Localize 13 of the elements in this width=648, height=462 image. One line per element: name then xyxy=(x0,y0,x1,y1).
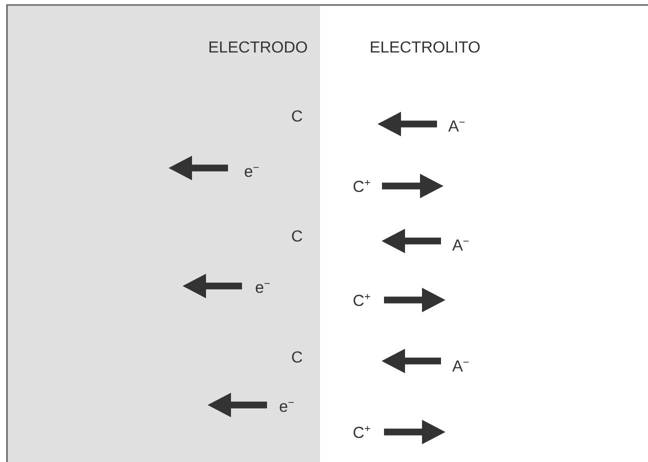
ion-label: e$^{−}$ xyxy=(280,402,294,412)
ion-label: C xyxy=(292,351,302,363)
ion-label: C xyxy=(292,110,302,122)
region-label: ELECTROLITO xyxy=(370,41,480,53)
ion-label: C$^{+}$ xyxy=(354,426,370,438)
ion-label: C xyxy=(292,230,302,242)
ion-label: e$^{−}$ xyxy=(256,283,270,293)
ion-label: A$^{−}$ xyxy=(452,240,469,250)
ion-label: A$^{−}$ xyxy=(452,360,469,372)
ion-label: e$^{−}$ xyxy=(244,167,259,177)
ion-label: C$^{+}$ xyxy=(354,294,370,306)
ion-label: C$^{+}$ xyxy=(354,180,370,192)
ion-label: A$^{−}$ xyxy=(448,120,465,132)
